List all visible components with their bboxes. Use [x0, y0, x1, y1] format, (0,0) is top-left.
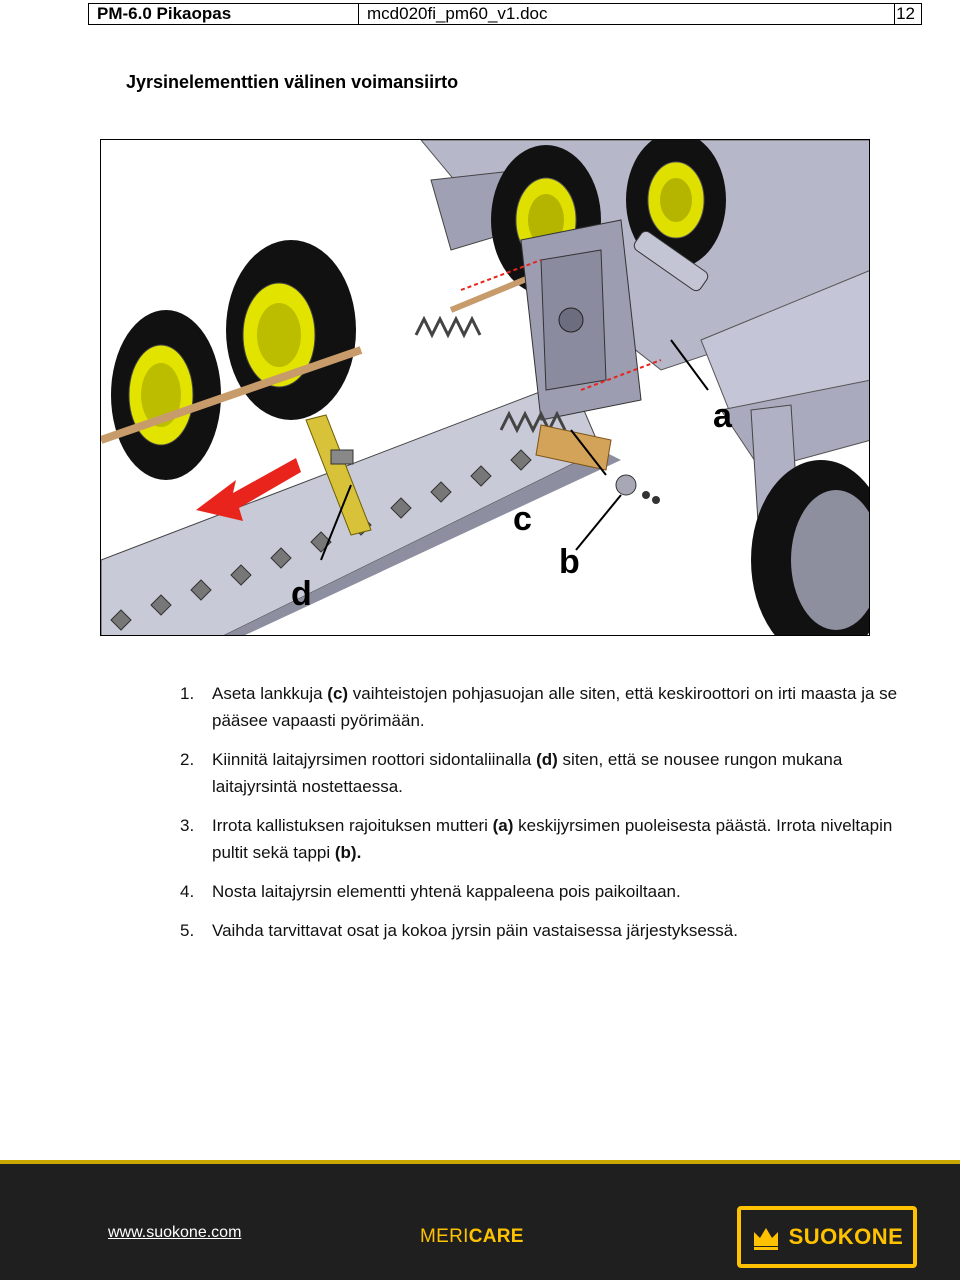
wheel-right	[751, 460, 869, 635]
step-3: 3. Irrota kallistuksen rajoituksen mutte…	[180, 816, 893, 862]
wheel-front-left-outer	[111, 310, 221, 480]
section-title: Jyrsinelementtien välinen voimansiirto	[126, 72, 459, 92]
direction-arrow	[196, 458, 301, 521]
website-link[interactable]: www.suokone.com	[108, 1224, 242, 1241]
callout-c: c	[513, 500, 532, 538]
step-2: 2. Kiinnitä laitajyrsimen roottori sidon…	[180, 750, 843, 796]
suokone-logo: SUOKONE	[737, 1206, 917, 1268]
callout-a: a	[713, 397, 733, 435]
crown-icon	[753, 1228, 778, 1250]
machine-illustration: a c b d	[100, 139, 870, 636]
step-4: 4. Nosta laitajyrsin elementti yhtenä ka…	[180, 882, 681, 901]
instruction-list: 1. Aseta lankkuja (c) vaihteistojen pohj…	[180, 680, 900, 956]
header-title: PM-6.0 Pikaopas	[89, 4, 359, 24]
page-header: PM-6.0 Pikaopas mcd020fi_pm60_v1.doc 12	[88, 3, 922, 25]
header-doc-name: mcd020fi_pm60_v1.doc	[359, 4, 895, 24]
page-footer: www.suokone.com MERICARE SUOKONE	[0, 1160, 960, 1280]
callout-b: b	[559, 543, 580, 581]
header-page-number: 12	[896, 4, 915, 23]
wheel-front-left-inner	[226, 240, 356, 420]
callout-d: d	[291, 575, 312, 613]
step-1: 1. Aseta lankkuja (c) vaihteistojen pohj…	[180, 684, 898, 730]
mericare-brand: MERICARE	[420, 1226, 524, 1247]
step-5: 5. Vaihda tarvittavat osat ja kokoa jyrs…	[180, 921, 738, 940]
